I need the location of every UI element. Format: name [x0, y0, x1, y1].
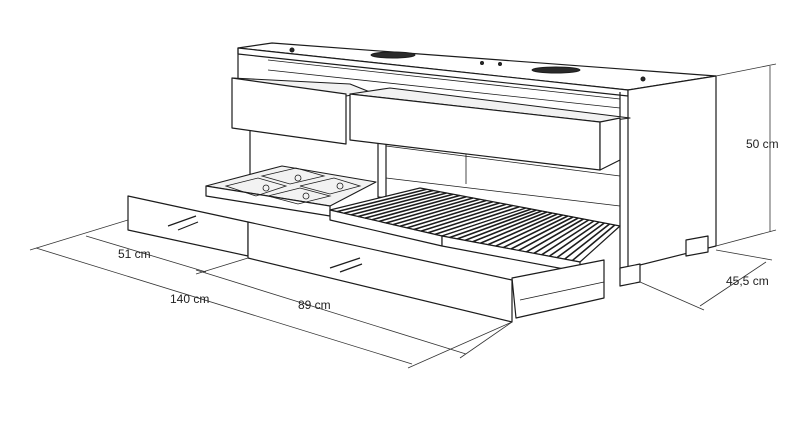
vent-slat — [510, 216, 574, 250]
dim-small-drawer-ext — [195, 257, 249, 275]
vent-slat — [472, 211, 548, 243]
vent-slat — [464, 210, 542, 242]
vent-slat — [378, 195, 467, 223]
media-tray-spindle-1 — [262, 184, 270, 192]
dim-small-drawer-line — [85, 235, 207, 273]
vent-slat — [564, 223, 611, 260]
dim-total-width-line — [35, 247, 413, 365]
dim-large-drawer-line — [195, 269, 467, 355]
cabinet-foot-right-front — [619, 263, 641, 287]
vent-slat — [406, 200, 494, 229]
inner-back-line — [385, 145, 621, 177]
media-tray-recess-2 — [260, 167, 326, 185]
vent-slat — [392, 198, 480, 226]
cabinet-foot-right-rear — [685, 235, 709, 257]
dim-total-width-ext-left — [29, 219, 129, 251]
media-tray-spindle-3 — [302, 192, 310, 200]
vent-slat — [449, 208, 532, 239]
upper-right-drawer-side — [599, 117, 621, 171]
vent-slat — [571, 224, 616, 262]
cabinet-middle-divider — [377, 139, 387, 199]
inner-rail-line-2 — [267, 69, 621, 109]
vent-slat — [357, 192, 447, 218]
upper-left-drawer-front[interactable] — [231, 77, 347, 145]
top-hole-1 — [289, 47, 295, 53]
vent-slat — [525, 218, 584, 253]
vent-slat — [364, 193, 454, 219]
vent-slat — [420, 203, 507, 232]
bottom-right-drawer-handle-2 — [339, 263, 363, 273]
dim-depth-line — [699, 261, 767, 307]
vent-slat — [413, 202, 500, 231]
vent-slat — [434, 205, 520, 236]
vent-tray-left-slats — [336, 188, 520, 236]
dim-depth-label: 45,5 cm — [726, 274, 769, 288]
vent-slat — [350, 190, 441, 216]
vent-slat — [487, 213, 558, 246]
vent-slat — [336, 188, 427, 213]
bottom-left-drawer-handle-2 — [177, 221, 199, 231]
vent-slat — [480, 212, 553, 244]
media-tray-recess-4 — [299, 177, 362, 195]
dim-height-label: 50 cm — [746, 137, 779, 151]
dim-depth-ext-front — [639, 281, 705, 311]
vent-slat — [385, 197, 474, 224]
dim-height-ext-top — [715, 63, 777, 77]
bottom-drawer-box-side — [511, 259, 605, 319]
bottom-drawer-box-inner — [519, 281, 605, 301]
vent-slat — [343, 189, 434, 215]
vent-slat — [556, 222, 605, 259]
vent-slat — [518, 217, 579, 252]
media-tray-recess-1 — [224, 177, 288, 197]
dim-large-drawer-label: 89 cm — [298, 298, 331, 312]
vent-slat — [495, 214, 563, 247]
dim-small-drawer-label: 51 cm — [118, 247, 151, 261]
dim-total-width-label: 140 cm — [170, 292, 210, 306]
dim-total-width-ext-right — [407, 321, 513, 369]
media-tray-recess-3 — [266, 187, 332, 205]
vent-slat — [533, 219, 590, 255]
top-cable-cutout-right — [531, 66, 581, 74]
top-hole-3 — [498, 62, 502, 66]
vent-slat — [457, 209, 537, 240]
bottom-left-drawer-handle — [167, 215, 197, 227]
media-tray-spindle-4 — [336, 182, 344, 190]
top-hole-4 — [640, 76, 646, 82]
bottom-right-drawer-handle — [329, 257, 361, 269]
top-cable-cutout-left — [370, 51, 416, 59]
vent-slat — [548, 221, 600, 257]
dim-depth-ext-rear — [715, 249, 773, 261]
media-tray-spindle-2 — [294, 174, 302, 182]
vent-slat — [427, 204, 513, 234]
top-hole-2 — [480, 61, 484, 65]
inner-rail-line-1 — [267, 59, 621, 100]
dim-large-drawer-ext — [459, 321, 513, 359]
vent-slat — [541, 220, 595, 256]
vent-slat — [371, 194, 460, 221]
inner-shelf-edge — [385, 177, 621, 207]
dim-height-ext-bottom — [715, 229, 777, 247]
vent-slat — [502, 215, 569, 249]
vent-tray-right-slats — [449, 208, 616, 262]
vent-slat — [399, 199, 487, 228]
